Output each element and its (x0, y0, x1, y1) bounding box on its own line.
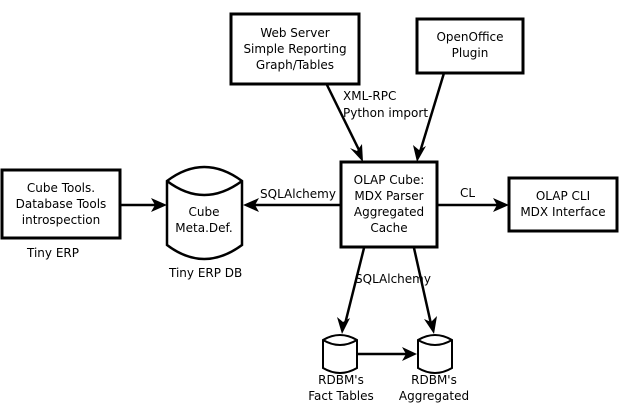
rdbm-fact-line-2: Fact Tables (308, 389, 374, 403)
rdbm-fact-line-1: RDBM's (318, 373, 364, 387)
edge-label-sqlalchemy-left: SQLAlchemy (260, 187, 336, 201)
arrowhead-olapcube-to-rdbmfact (337, 317, 350, 334)
olap-cube-line-2: MDX Parser (354, 189, 423, 203)
cube-tools-caption: Tiny ERP (26, 246, 79, 260)
olap-cube-line-3: Aggregated (354, 205, 424, 219)
edge-openoffice-to-olapcube (418, 72, 446, 153)
node-rdbm-fact-tables: RDBM's Fact Tables (308, 334, 374, 403)
openoffice-line-1: OpenOffice (436, 30, 503, 44)
cube-tools-line-2: Database Tools (16, 197, 107, 211)
edge-label-cl: CL (460, 186, 475, 200)
edge-label-xml-rpc: XML-RPC (343, 89, 396, 103)
arrowhead-rdbmfact-to-rdbmagg (402, 347, 417, 361)
arrowhead-olapcube-to-rdbmagg (424, 316, 437, 334)
edge-webserver-to-olapcube (325, 84, 362, 153)
cube-meta-caption: Tiny ERP DB (168, 266, 242, 280)
edge-label-python-import: Python import (343, 106, 428, 120)
olap-cli-line-2: MDX Interface (520, 205, 605, 219)
edge-olapcube-to-rdbmagg (412, 247, 433, 325)
rdbm-agg-line-2: Aggregated (399, 389, 469, 403)
openoffice-line-2: Plugin (452, 46, 489, 60)
node-cube-meta-def: Cube Meta.Def. Tiny ERP DB (165, 165, 244, 280)
edge-label-sqlalchemy-bottom: SQLAlchemy (355, 272, 431, 286)
cube-tools-line-3: introspection (22, 213, 101, 227)
rdbm-agg-line-1: RDBM's (411, 373, 457, 387)
arrowhead-olapcube-to-olapcli (493, 198, 509, 212)
node-openoffice-plugin: OpenOffice Plugin (415, 17, 525, 75)
web-server-line-2: Simple Reporting (243, 42, 346, 56)
arrowhead-cubetools-to-cubemeta (151, 198, 167, 212)
node-olap-cube: OLAP Cube: MDX Parser Aggregated Cache (339, 160, 439, 249)
arrowhead-openoffice-to-olapcube (413, 145, 426, 162)
node-olap-cli: OLAP CLI MDX Interface (507, 176, 619, 233)
edge-olapcube-to-rdbmfact (343, 247, 366, 325)
arrowhead-webserver-to-olapcube (350, 144, 363, 162)
node-web-server: Web Server Simple Reporting Graph/Tables (229, 12, 361, 86)
olap-cli-line-1: OLAP CLI (536, 189, 590, 203)
node-rdbm-aggregated: RDBM's Aggregated (399, 334, 469, 403)
cube-tools-line-1: Cube Tools. (27, 181, 95, 195)
web-server-line-3: Graph/Tables (256, 58, 334, 72)
cube-meta-line-1: Cube (189, 205, 220, 219)
olap-cube-line-4: Cache (370, 221, 407, 235)
arrowhead-olapcube-to-cubemeta (243, 198, 259, 212)
cube-meta-line-2: Meta.Def. (175, 221, 232, 235)
web-server-line-1: Web Server (260, 26, 329, 40)
node-cube-tools: Cube Tools. Database Tools introspection… (0, 168, 122, 260)
olap-cube-line-1: OLAP Cube: (354, 173, 425, 187)
